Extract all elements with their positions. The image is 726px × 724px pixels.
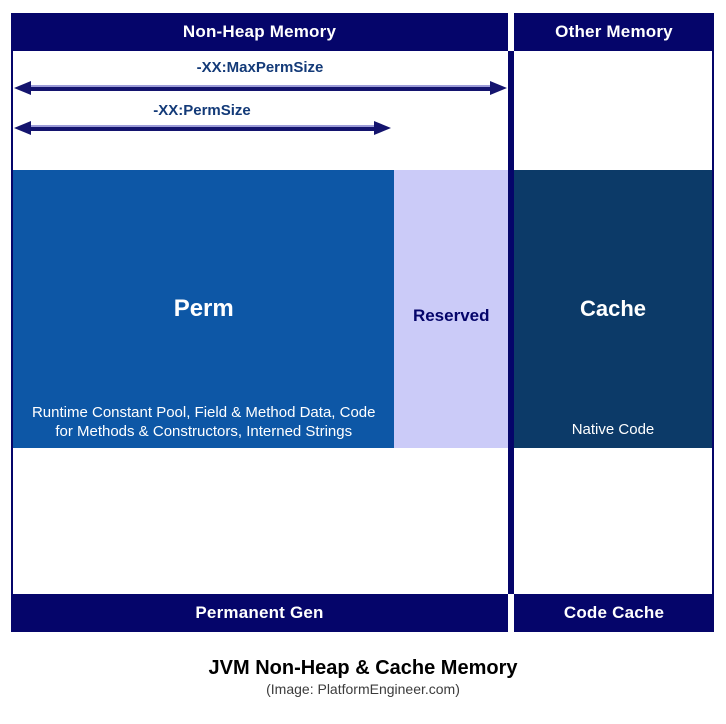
cache-block: Cache Native Code — [514, 170, 714, 448]
code-cache-footer: Code Cache — [514, 594, 714, 632]
section-divider — [508, 51, 514, 170]
other-memory-header: Other Memory — [514, 13, 714, 51]
reserved-block: Reserved — [394, 170, 508, 448]
section-divider — [508, 448, 514, 594]
permanent-gen-footer-label: Permanent Gen — [195, 603, 324, 622]
perm-block: Perm Runtime Constant Pool, Field & Meth… — [13, 170, 395, 448]
code-cache-empty-area — [514, 448, 714, 594]
other-memory-header-label: Other Memory — [555, 22, 673, 41]
perm-description-line-1: Runtime Constant Pool, Field & Method Da… — [31, 404, 376, 421]
perm-size-label: -XX:PermSize — [153, 102, 251, 119]
other-memory-empty-area — [514, 51, 714, 170]
max-perm-size-arrow — [14, 81, 507, 95]
arrow-right-head-icon — [490, 81, 507, 95]
figure-caption: JVM Non-Heap & Cache Memory (Image: Plat… — [0, 656, 726, 699]
arrow-left-head-icon — [14, 121, 31, 135]
perm-description-line-2: for Methods & Constructors, Interned Str… — [55, 423, 353, 440]
jvm-memory-diagram: Non-Heap Memory Other Memory -XX:MaxPerm… — [11, 13, 714, 632]
caption-attribution: (Image: PlatformEngineer.com) — [266, 681, 460, 697]
arrow-right-head-icon — [374, 121, 391, 135]
non-heap-memory-header-label: Non-Heap Memory — [182, 22, 337, 41]
footer-gap-divider — [508, 594, 514, 632]
perm-block-title: Perm — [173, 295, 234, 322]
permanent-gen-footer: Permanent Gen — [11, 594, 508, 632]
non-heap-band: Perm Runtime Constant Pool, Field & Meth… — [11, 170, 508, 448]
header-gap-divider — [508, 13, 514, 51]
non-heap-empty-area — [11, 448, 508, 594]
section-divider — [508, 170, 514, 448]
cache-native-code-label: Native Code — [571, 421, 655, 438]
perm-block-description: Runtime Constant Pool, Field & Method Da… — [13, 403, 394, 441]
cache-block-title: Cache — [579, 296, 647, 321]
arrow-left-head-icon — [14, 81, 31, 95]
code-cache-footer-label: Code Cache — [563, 603, 665, 622]
arrow-shaft — [31, 125, 374, 131]
non-heap-memory-header: Non-Heap Memory — [11, 13, 508, 51]
perm-size-annotation-area: -XX:MaxPermSize -XX:PermSize — [11, 51, 508, 170]
reserved-block-title: Reserved — [412, 306, 490, 325]
arrow-shaft — [31, 85, 490, 91]
caption-title: JVM Non-Heap & Cache Memory — [208, 657, 518, 679]
max-perm-size-label: -XX:MaxPermSize — [196, 59, 324, 76]
perm-size-arrow — [14, 121, 391, 135]
